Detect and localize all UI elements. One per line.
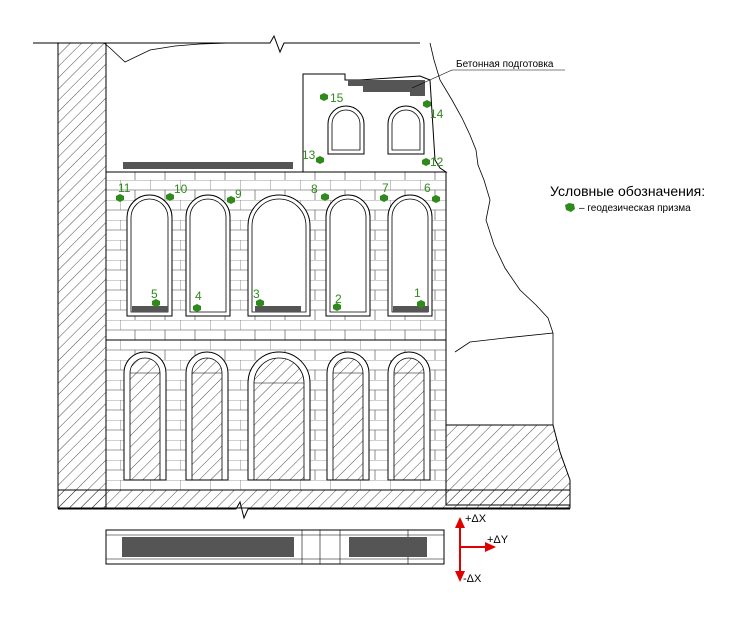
upper-window-inner (251, 198, 307, 313)
prism-marker (316, 156, 324, 164)
legend: Условные обозначения: – геодезическая пр… (550, 183, 705, 214)
prism-marker (321, 193, 329, 201)
lower-arch-infill (393, 357, 425, 481)
prism-marker (333, 303, 341, 311)
legend-title: Условные обозначения: (550, 183, 705, 199)
tower-window-right (387, 105, 425, 155)
soil-profile (103, 42, 554, 425)
prism-marker (380, 194, 388, 202)
prism-label: 2 (335, 292, 342, 306)
prism-12: 12 (422, 155, 444, 169)
lower-arch-infill (191, 357, 223, 481)
prism-marker (166, 193, 174, 201)
prism-7: 7 (380, 181, 389, 202)
prism-marker (320, 93, 328, 101)
prism-9: 9 (227, 187, 242, 204)
prism-5: 5 (151, 287, 160, 307)
lower-arch-infill (129, 357, 161, 481)
prism-label: 12 (430, 155, 444, 169)
prism-10: 10 (166, 182, 188, 201)
concrete-slab (348, 80, 425, 96)
prism-1: 1 (414, 286, 425, 308)
geodetic-prism-icon (565, 203, 575, 212)
prism-label: 7 (382, 181, 389, 195)
prism-marker (116, 194, 124, 202)
tower (302, 69, 565, 173)
bottom-break-line (58, 500, 570, 520)
prism-label: 6 (424, 181, 431, 195)
prism-14: 14 (423, 100, 444, 121)
prism-2: 2 (333, 292, 342, 311)
axis-plus-x: +ΔX (465, 513, 487, 525)
lower-arch-infill (332, 357, 364, 481)
left-roof-slab (123, 162, 293, 169)
prism-label: 15 (330, 91, 344, 105)
axis-plus-y: +ΔY (487, 534, 509, 546)
legend-item: – геодезическая призма (579, 203, 691, 214)
foundation-strip (57, 489, 571, 509)
prism-8: 8 (311, 182, 329, 201)
prism-label: 3 (253, 287, 260, 301)
prism-marker (227, 196, 235, 204)
prism-label: 4 (195, 289, 202, 303)
prism-label: 9 (235, 187, 242, 201)
prism-label: 14 (430, 107, 444, 121)
axis-minus-x: -ΔX (463, 573, 482, 585)
prism-15: 15 (320, 91, 344, 105)
prism-marker (152, 299, 160, 307)
prism-label: 1 (414, 286, 421, 300)
lower-arch-infill (253, 357, 305, 481)
prism-13: 13 (302, 148, 324, 164)
prism-label: 8 (311, 182, 318, 196)
prism-label: 13 (302, 148, 316, 162)
prism-marker (417, 300, 425, 308)
upper-window-inner (130, 198, 169, 313)
coordinate-axes: +ΔX +ΔY -ΔX (455, 513, 509, 585)
prism-4: 4 (193, 289, 202, 312)
upper-window-inner (329, 198, 367, 313)
prism-marker (432, 195, 440, 203)
upper-window-inner (189, 198, 227, 313)
prism-11: 11 (116, 181, 131, 202)
concrete-label: Бетонная подготовка (456, 59, 554, 70)
prism-marker (423, 100, 431, 108)
prism-label: 5 (151, 287, 158, 301)
prism-3: 3 (253, 287, 264, 307)
lower-arches (123, 351, 431, 481)
prism-label: 11 (118, 181, 131, 195)
prism-label: 10 (174, 182, 188, 196)
plan-view (105, 529, 445, 565)
prism-marker (256, 299, 264, 307)
window-sills (132, 306, 429, 312)
prism-marker (193, 304, 201, 312)
prism-6: 6 (424, 181, 440, 203)
upper-windows (126, 194, 433, 317)
left-wall (57, 42, 107, 509)
tower-window-left (327, 105, 365, 155)
top-break-line (33, 34, 420, 54)
upper-window-inner (391, 198, 429, 313)
prism-marker (422, 158, 430, 166)
